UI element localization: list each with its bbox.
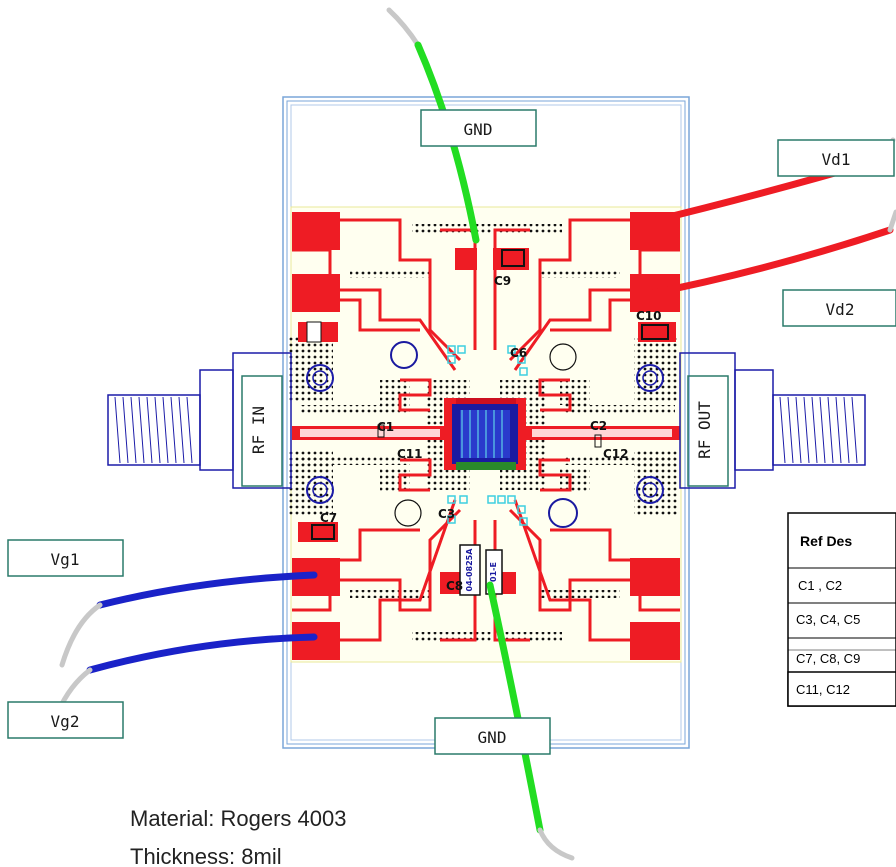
svg-text:Vg1: Vg1 (51, 550, 80, 569)
label-c11: C11 (397, 447, 423, 461)
label-c12: C12 (603, 447, 629, 461)
label-c8: C8 (446, 579, 463, 593)
mounting-holes (390, 341, 578, 528)
table-row: C7, C8, C9 (796, 651, 860, 666)
label-c1: C1 (377, 420, 394, 434)
svg-text:GND: GND (478, 728, 507, 747)
rf-out-label: RF OUT (695, 401, 714, 459)
label-c3: C3 (438, 507, 455, 521)
table-row: C3, C4, C5 (796, 612, 860, 627)
mmic-die (452, 398, 518, 470)
label-c6: C6 (510, 346, 527, 360)
rf-in-connector (107, 352, 334, 504)
table-row: C1 , C2 (798, 578, 842, 593)
thickness-note: Thickness: 8mil (130, 844, 282, 867)
vd1-label: Vd1 (777, 139, 895, 177)
table-row: C11, C12 (796, 682, 850, 697)
label-c10: C10 (636, 309, 662, 323)
rf-out-connector (636, 352, 866, 504)
svg-text:Vd2: Vd2 (826, 300, 855, 319)
rf-in-label: RF IN (249, 406, 268, 454)
vd2-label: Vd2 (782, 289, 896, 327)
component-labels: C1 C2 C3 C6 C7 C8 C9 C10 C11 C12 (320, 274, 662, 593)
svg-text:GND: GND (464, 120, 493, 139)
svg-text:Vd1: Vd1 (822, 150, 851, 169)
table-header: Ref Des (800, 533, 852, 549)
gnd-top-label: GND (420, 109, 537, 147)
label-c7: C7 (320, 511, 337, 525)
capacitor-marking-a: 04-0825A (465, 548, 474, 592)
label-c9: C9 (494, 274, 511, 288)
material-note: Material: Rogers 4003 (130, 806, 346, 831)
vg1-label: Vg1 (7, 539, 124, 577)
rf-line (292, 426, 680, 440)
label-c2: C2 (590, 419, 607, 433)
capacitor-marking-b: 01-E (489, 562, 498, 582)
vg2-label: Vg2 (7, 701, 124, 739)
bond-pads (447, 345, 528, 526)
svg-text:Vg2: Vg2 (51, 712, 80, 731)
table-row-box (787, 671, 896, 707)
ref-des-table-last-row: C11, C12 (787, 671, 896, 707)
gnd-bottom-label: GND (434, 717, 551, 755)
